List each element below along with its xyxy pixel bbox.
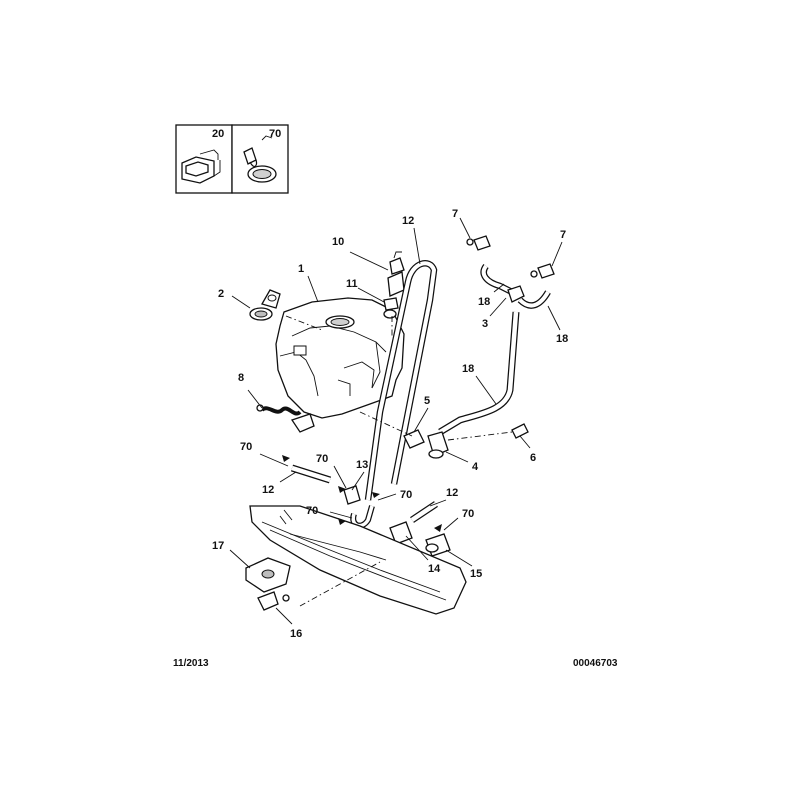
headlamp-washer-pumps: [389, 521, 451, 557]
bracket-17: [245, 557, 291, 593]
callout-11: 11: [346, 278, 358, 290]
front-bumper: [249, 505, 467, 615]
callout-16: 16: [290, 628, 302, 640]
callout-8: 8: [238, 372, 244, 384]
windscreen-jet-hoses: [438, 235, 555, 436]
legend-box-clip: 20: [175, 124, 233, 194]
callout-numbers: 1 2 3 4 5 6 7 7 8 10 11 12 12 12 13 14 1…: [212, 208, 568, 640]
headlamp-jet-16: [257, 591, 290, 611]
callout-70-right: 70: [462, 508, 474, 520]
callout-12-right: 12: [446, 487, 458, 499]
level-sensor-spring: [256, 404, 315, 433]
legend-number-70: 70: [269, 128, 281, 140]
reservoir-cap: [249, 289, 281, 321]
washer-reservoir: [275, 297, 405, 419]
callout-6: 6: [530, 452, 536, 464]
callout-10: 10: [332, 236, 344, 248]
footer-date: 11/2013: [173, 658, 209, 669]
callout-70-left: 70: [240, 441, 252, 453]
clip-icon: [181, 149, 221, 184]
callout-4: 4: [472, 461, 479, 473]
rear-pump-assembly: [403, 423, 529, 459]
washer-pump-top: [383, 251, 405, 319]
callout-18-left: 18: [478, 296, 490, 308]
callout-12-top: 12: [402, 215, 414, 227]
callout-5: 5: [424, 395, 430, 407]
callout-13: 13: [356, 459, 368, 471]
callout-17: 17: [212, 540, 224, 552]
callout-7-left: 7: [452, 208, 458, 220]
callout-15: 15: [470, 568, 482, 580]
callout-18-lower: 18: [462, 363, 474, 375]
callout-7-right: 7: [560, 229, 566, 241]
callout-2: 2: [218, 288, 224, 300]
long-washer-hose: [364, 260, 438, 501]
callout-1: 1: [298, 263, 304, 275]
legend-box-hose-clamp: 70: [231, 124, 289, 194]
leader-lines: [229, 217, 563, 625]
legend-number-20: 20: [212, 128, 224, 140]
callout-70-center: 70: [400, 489, 412, 501]
callout-18-right: 18: [556, 333, 568, 345]
callout-14: 14: [428, 563, 441, 575]
hose-clamp-icon: [243, 135, 277, 183]
clamp-markers: [282, 455, 442, 532]
callout-70-mid: 70: [316, 453, 328, 465]
short-hose-left: [290, 464, 332, 484]
short-hose-right: [410, 501, 438, 523]
footer-reference-number: 00046703: [573, 658, 618, 669]
callout-12-left: 12: [262, 484, 274, 496]
callout-3: 3: [482, 318, 488, 330]
callout-70-low: 70: [306, 505, 318, 517]
